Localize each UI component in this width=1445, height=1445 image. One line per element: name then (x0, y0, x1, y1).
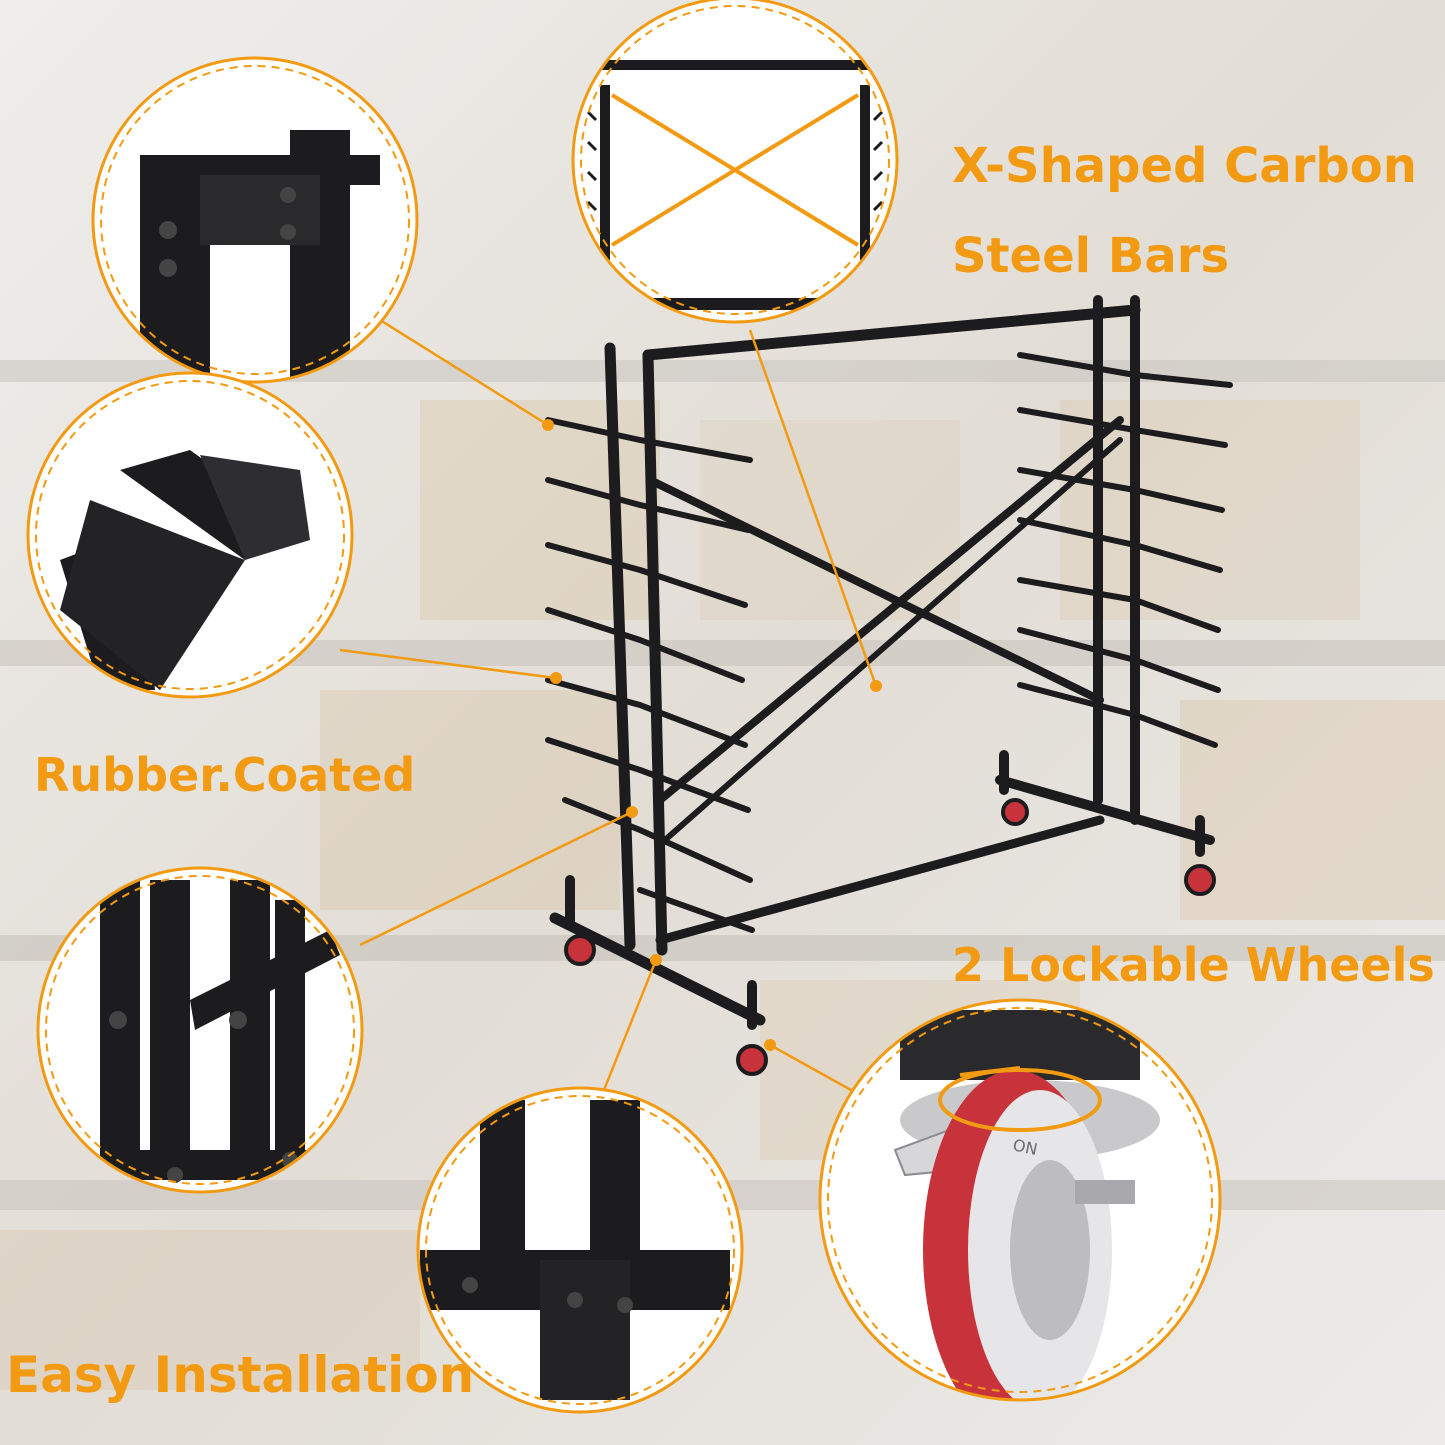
rack-wheels (564, 798, 1216, 1076)
callout-lines (221, 318, 878, 1097)
lockable-wheels-label: 2 Lockable Wheels (952, 938, 1435, 992)
steel-bars-label: Steel Bars (952, 228, 1230, 284)
detail-circle-frame-bolts (36, 866, 364, 1194)
rack (545, 295, 1233, 1030)
wheel-lock-on-text: ON (1011, 1135, 1039, 1159)
detail-circle-rubber-cap (26, 371, 354, 699)
detail-circle-base-joint (416, 1086, 744, 1414)
callout-dots (542, 419, 882, 1051)
x-shaped-carbon-label: X-Shaped Carbon (952, 138, 1417, 194)
detail-circle-joint (91, 56, 419, 384)
easy-installation-label: Easy Installation (6, 1346, 475, 1404)
rubber-coated-label: Rubber.Coated (34, 748, 416, 802)
detail-circle-lockable-wheel: ON (818, 998, 1222, 1402)
